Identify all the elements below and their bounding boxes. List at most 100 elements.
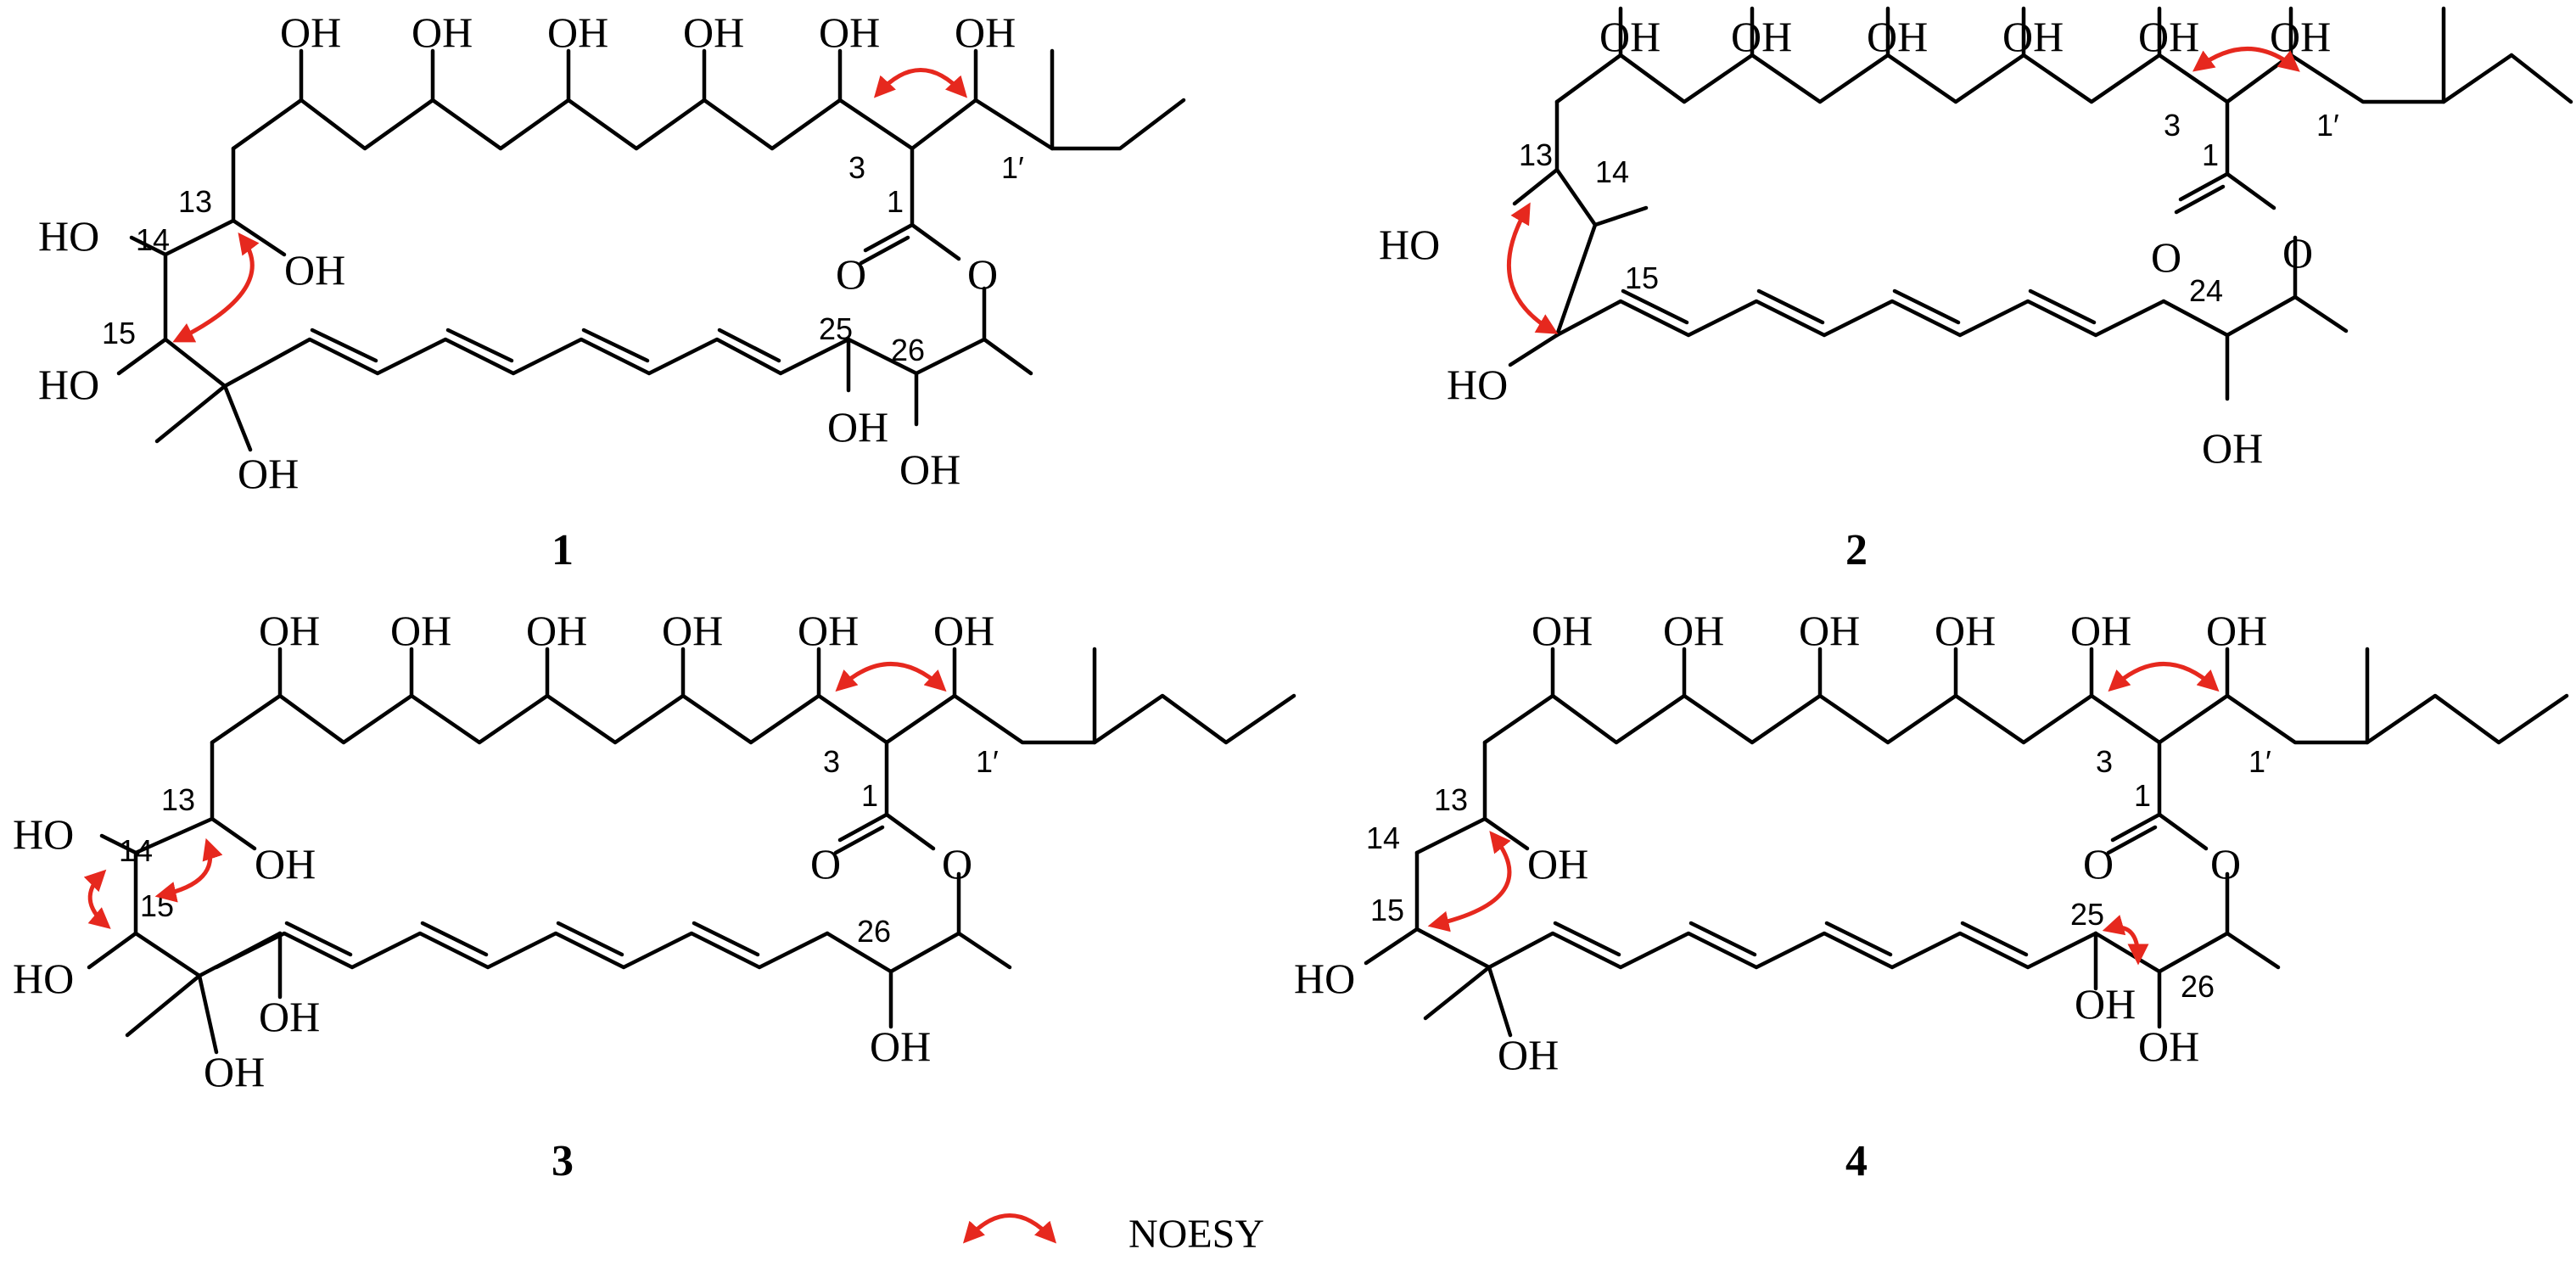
atom-number: 1′ — [1001, 150, 1024, 185]
ring-oxygen-label: O — [967, 250, 998, 298]
hydroxyl-label: OH — [280, 8, 341, 56]
hydroxyl-label: HO — [13, 810, 74, 858]
hydroxyl-label: OH — [1731, 13, 1792, 60]
bond — [163, 337, 227, 389]
atom-number: 13 — [1519, 137, 1553, 172]
hydroxyl-label: OH — [547, 8, 608, 56]
hydroxyl-label: OH — [1532, 607, 1593, 654]
compound-1-atom-labels: OH OH OH OH OH OH HO OH HO OH OH OH O O … — [38, 8, 1024, 497]
compound-label: 2 — [1845, 526, 1868, 574]
bond — [2157, 931, 2230, 974]
atom-number: 15 — [1625, 260, 1659, 295]
bond — [2106, 825, 2158, 855]
hydroxyl-label: OH — [662, 607, 723, 654]
hydroxyl-label: HO — [38, 361, 99, 408]
bond — [2174, 184, 2226, 215]
hydroxyl-label: OH — [2270, 13, 2331, 60]
hydroxyl-label: OH — [1498, 1031, 1559, 1078]
bond — [863, 222, 915, 253]
bond — [2178, 171, 2230, 202]
hydroxyl-label: OH — [284, 246, 345, 294]
bond — [310, 328, 378, 363]
atom-number: 13 — [1434, 782, 1468, 817]
atom-number: 3 — [823, 744, 840, 779]
atom-number: 3 — [848, 150, 865, 185]
bond — [2093, 931, 2162, 974]
bond — [133, 931, 202, 978]
bond — [846, 337, 919, 376]
bond — [1756, 288, 1825, 325]
bond — [222, 384, 253, 452]
atom-number: 24 — [2189, 273, 2223, 308]
legend: NOESY — [962, 1212, 1264, 1257]
bond — [982, 337, 1033, 376]
hydroxyl-label: OH — [2002, 13, 2064, 60]
bond — [837, 812, 889, 843]
hydroxyl-label: HO — [1294, 955, 1355, 1002]
bond — [1960, 921, 2029, 957]
carbonyl-oxygen-label: O — [810, 840, 841, 888]
hydroxyl-label: OH — [390, 607, 451, 654]
hydroxyl-label: OH — [798, 607, 859, 654]
noesy-arrow — [873, 68, 968, 98]
carbonyl-oxygen-label: O — [2151, 233, 2181, 281]
hydroxyl-label: HO — [1447, 361, 1508, 408]
bond — [445, 328, 514, 363]
compound-label: 1 — [552, 526, 574, 574]
bond — [133, 816, 215, 855]
bond — [1593, 205, 1649, 227]
hydroxyl-label: OH — [933, 607, 994, 654]
compound-2-polyene — [1554, 299, 2166, 338]
atom-number: 1 — [887, 184, 904, 219]
bond — [884, 812, 936, 851]
hydroxyl-label: OH — [1867, 13, 1928, 60]
atom-number: 26 — [2181, 969, 2215, 1004]
bond — [2225, 931, 2281, 970]
bond — [197, 973, 219, 1055]
hydroxyl-label: OH — [870, 1022, 931, 1070]
bond — [1621, 288, 1689, 325]
bond — [888, 931, 961, 974]
bond — [163, 218, 236, 257]
bond — [420, 921, 489, 957]
hydroxyl-label: OH — [899, 445, 960, 493]
bond — [2225, 294, 2298, 338]
hydroxyl-label: OH — [2206, 607, 2267, 654]
hydroxyl-label: HO — [38, 212, 99, 260]
bond — [1508, 333, 1560, 367]
bond — [692, 921, 760, 957]
bond — [284, 921, 353, 957]
atom-number: 1 — [2202, 137, 2219, 172]
hydroxyl-label: HO — [13, 955, 74, 1002]
bond — [154, 384, 227, 444]
atom-number: 26 — [891, 333, 925, 367]
bond — [1554, 167, 1598, 227]
carbonyl-oxygen-label: O — [2083, 840, 2114, 888]
hydroxyl-label: OH — [1799, 607, 1860, 654]
hydroxyl-label: OH — [412, 8, 473, 56]
ring-oxygen-label: O — [942, 840, 972, 888]
hydroxyl-label: OH — [2070, 607, 2131, 654]
bond — [1414, 927, 1492, 970]
compound-label: 3 — [552, 1137, 574, 1185]
bond — [2157, 812, 2209, 851]
bond — [231, 218, 287, 257]
hydroxyl-label: OH — [827, 403, 888, 451]
hydroxyl-label: OH — [1663, 607, 1724, 654]
compound-3-polyene — [214, 931, 830, 970]
bond — [1364, 927, 1420, 966]
compound-2-atom-labels: OH OH OH OH OH OH HO HO OH O O 3 1′ 1 13… — [1379, 13, 2339, 472]
legend-label: NOESY — [1128, 1212, 1264, 1257]
atom-number: 1′ — [2248, 744, 2271, 779]
noesy-arrow — [1427, 831, 1512, 933]
atom-number: 1 — [861, 778, 878, 813]
compound-4-polyene — [1487, 931, 2098, 970]
hydroxyl-label: OH — [2138, 13, 2199, 60]
bond — [1487, 965, 1513, 1038]
noesy-arrow — [2108, 662, 2220, 692]
bond — [87, 931, 138, 970]
bond — [1553, 921, 1621, 957]
hydroxyl-label: OH — [1599, 13, 1660, 60]
atom-number: 3 — [2096, 744, 2113, 779]
